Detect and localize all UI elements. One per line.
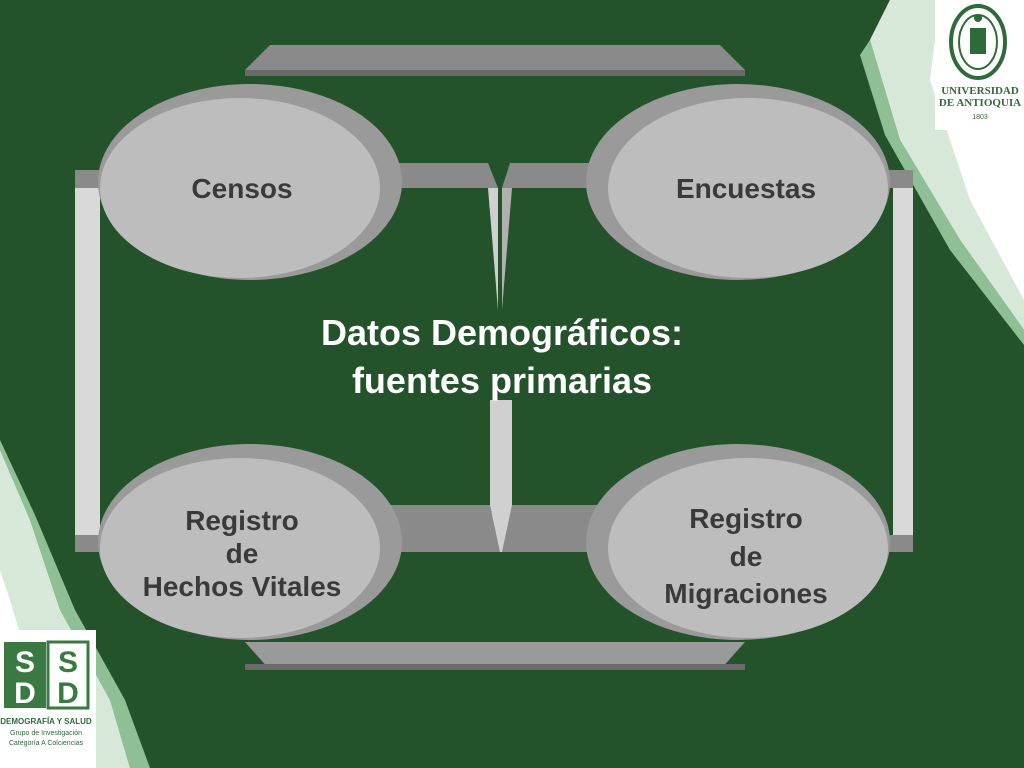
title-line1: Datos Demográficos:: [321, 312, 683, 353]
censos-label: Censos: [191, 173, 292, 204]
registro-migraciones-line1: Registro: [689, 503, 803, 534]
page-curl-right-shade: [860, 40, 1024, 345]
title-line2: fuentes primarias: [352, 360, 652, 401]
registro-vitales-line2: de: [226, 538, 259, 569]
registro-migraciones-line3: Migraciones: [664, 578, 827, 609]
sd-line2: Grupo de Investigación: [10, 730, 82, 737]
page-curl-right: [870, 0, 1024, 330]
svg-text:D: D: [57, 677, 79, 710]
udea-name-line1: UNIVERSIDAD: [941, 85, 1019, 97]
registro-migraciones-line2: de: [730, 541, 763, 572]
connector-frame: [75, 45, 913, 670]
node-registro-migraciones: Registro de Migraciones: [586, 444, 890, 640]
udea-name-line2: DE ANTIOQUIA: [939, 97, 1021, 109]
node-registro-hechos-vitales: Registro de Hechos Vitales: [98, 444, 402, 640]
udea-seal-icon: [949, 4, 1007, 80]
sd-mark-icon: S D S D: [4, 640, 90, 710]
node-censos: Censos: [98, 84, 402, 280]
page-curl-left-shade: [0, 440, 150, 768]
node-encuestas: Encuestas: [586, 84, 890, 280]
page-curl-left: [0, 450, 130, 768]
registro-vitales-line1: Registro: [185, 505, 299, 536]
svg-text:S: S: [15, 646, 35, 679]
encuestas-label: Encuestas: [676, 173, 816, 204]
svg-text:S: S: [58, 646, 78, 679]
svg-text:D: D: [14, 677, 36, 710]
udea-year: 1803: [972, 114, 988, 121]
udea-logo: UNIVERSIDAD DE ANTIOQUIA 1803: [935, 0, 1024, 130]
registro-vitales-line3: Hechos Vitales: [143, 571, 342, 602]
sd-line1: DEMOGRAFÍA Y SALUD: [0, 717, 92, 726]
sd-line3: Categoría A Colciencias: [9, 740, 84, 747]
slide-title: Datos Demográficos: fuentes primarias: [321, 312, 683, 401]
demografia-salud-logo: S D S D DEMOGRAFÍA Y SALUD Grupo de Inve…: [0, 630, 96, 768]
